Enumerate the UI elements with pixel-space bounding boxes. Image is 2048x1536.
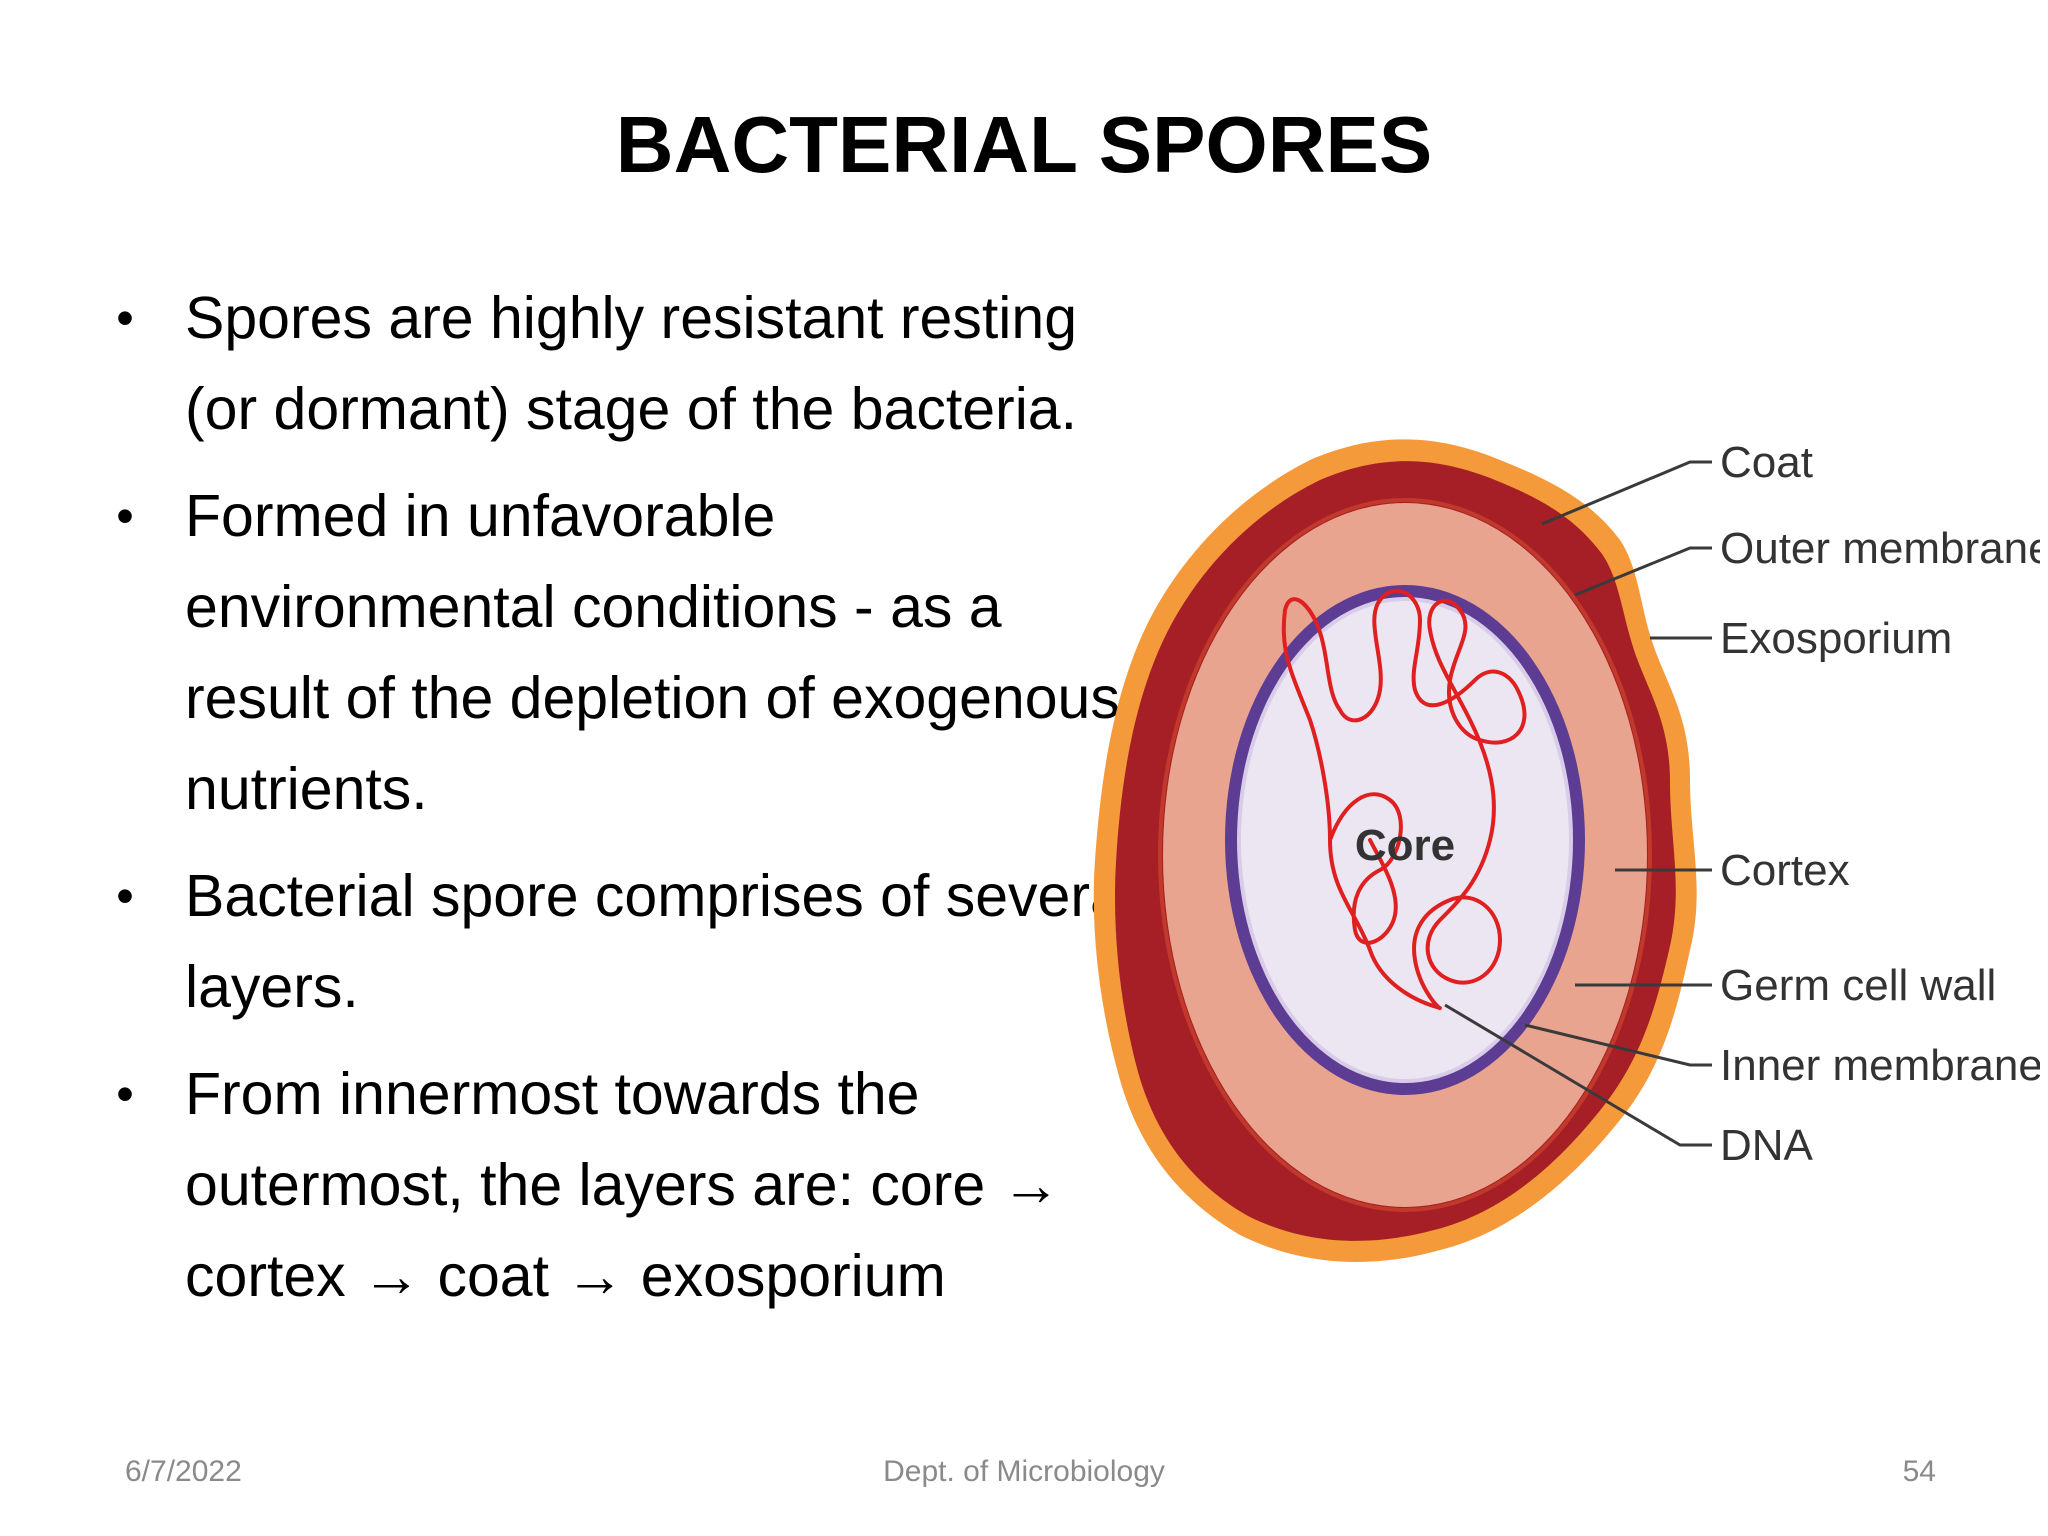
label-outer-membrane: Outer membrane <box>1720 524 2040 573</box>
bullet-dot-icon: • <box>116 290 134 346</box>
slide-title: BACTERIAL SPORES <box>615 100 1433 189</box>
footer-page-number: 54 <box>1902 1455 1936 1488</box>
core <box>1241 601 1569 1079</box>
spore-diagram: Core Coat Outer membrane Exosporium Cort… <box>1093 438 2040 1263</box>
dna-leader <box>1444 1003 1712 1147</box>
outer-membrane <box>1158 498 1652 1212</box>
bullet-item: • From innermost towards the outermost, … <box>105 1049 1145 1322</box>
footer-department: Dept. of Microbiology <box>883 1455 1165 1488</box>
label-cortex: Cortex <box>1720 846 1850 895</box>
label-dna: DNA <box>1720 1121 1814 1170</box>
bullet-dot-icon: • <box>116 868 134 924</box>
label-coat: Coat <box>1720 438 1813 487</box>
inner-membrane-leader <box>1524 1023 1712 1067</box>
bullet-item: • Bacterial spore comprises of several l… <box>105 851 1145 1033</box>
bullet-dot-icon: • <box>116 488 134 544</box>
label-exosporium: Exosporium <box>1720 614 1952 663</box>
bullet-text: Bacterial spore comprises of several lay… <box>185 863 1136 1020</box>
bullet-dot-icon: • <box>116 1066 134 1122</box>
footer-date: 6/7/2022 <box>125 1455 242 1488</box>
bullet-text: From innermost towards the outermost, th… <box>185 1061 1061 1309</box>
core-label: Core <box>1355 821 1455 870</box>
bullet-list: • Spores are highly resistant resting (o… <box>105 273 1145 1338</box>
bullet-item: • Spores are highly resistant resting (o… <box>105 273 1145 455</box>
leader-lines <box>1444 460 1712 1147</box>
coat-leader <box>1541 460 1712 526</box>
dna-strand <box>1281 588 1527 1011</box>
bullet-item: • Formed in unfavorable environmental co… <box>105 471 1145 835</box>
bullet-text: Formed in unfavorable environmental cond… <box>185 483 1120 822</box>
bullet-text: Spores are highly resistant resting (or … <box>185 285 1078 442</box>
label-inner-membrane: Inner membrane <box>1720 1041 2040 1090</box>
outer-membrane-leader <box>1574 546 1712 597</box>
label-germ-cell-wall: Germ cell wall <box>1720 961 1996 1010</box>
